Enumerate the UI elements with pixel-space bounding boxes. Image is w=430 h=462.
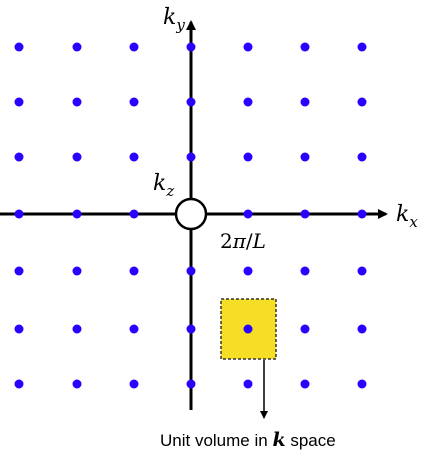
lattice-point <box>186 97 196 107</box>
lattice-spacing-label: 2π/L <box>220 229 266 253</box>
lattice-point <box>186 379 196 389</box>
lattice-point <box>129 42 139 52</box>
kx-label: kx <box>396 202 418 231</box>
lattice-point <box>14 266 24 276</box>
lattice-point <box>14 97 24 107</box>
lattice-point <box>300 379 310 389</box>
lattice-point <box>14 324 24 334</box>
lattice-point <box>243 266 253 276</box>
lattice-point <box>300 97 310 107</box>
lattice-point <box>300 324 310 334</box>
lattice-point <box>300 42 310 52</box>
lattice-points <box>14 42 367 389</box>
lattice-point <box>243 379 253 389</box>
lattice-point <box>357 324 367 334</box>
lattice-point <box>129 324 139 334</box>
lattice-point <box>129 379 139 389</box>
lattice-point <box>243 209 253 219</box>
lattice-point <box>72 152 82 162</box>
lattice-point <box>186 152 196 162</box>
lattice-point <box>72 209 82 219</box>
lattice-point <box>72 324 82 334</box>
lattice-point <box>300 152 310 162</box>
lattice-point <box>186 266 196 276</box>
lattice-point <box>357 209 367 219</box>
lattice-point <box>243 42 253 52</box>
lattice-point <box>243 97 253 107</box>
lattice-point <box>300 266 310 276</box>
lattice-point <box>357 379 367 389</box>
lattice-point <box>72 42 82 52</box>
lattice-point <box>357 97 367 107</box>
lattice-point <box>14 152 24 162</box>
lattice-point <box>357 42 367 52</box>
lattice-point <box>129 152 139 162</box>
ky-label: ky <box>163 5 185 34</box>
lattice-point <box>357 152 367 162</box>
lattice-point <box>357 266 367 276</box>
lattice-point <box>72 266 82 276</box>
lattice-point <box>186 42 196 52</box>
lattice-point <box>14 379 24 389</box>
lattice-point <box>14 42 24 52</box>
lattice-point <box>129 209 139 219</box>
unit-volume-caption: Unit volume in k space <box>160 429 336 451</box>
highlighted-lattice-point <box>243 324 253 334</box>
lattice-point <box>129 97 139 107</box>
lattice-point <box>243 152 253 162</box>
lattice-point <box>300 209 310 219</box>
lattice-point <box>72 379 82 389</box>
lattice-point <box>129 266 139 276</box>
lattice-point <box>14 209 24 219</box>
kz-axis-out-of-page-icon <box>174 197 208 231</box>
lattice-point <box>186 324 196 334</box>
lattice-point <box>72 97 82 107</box>
kz-label: kz <box>153 171 174 200</box>
